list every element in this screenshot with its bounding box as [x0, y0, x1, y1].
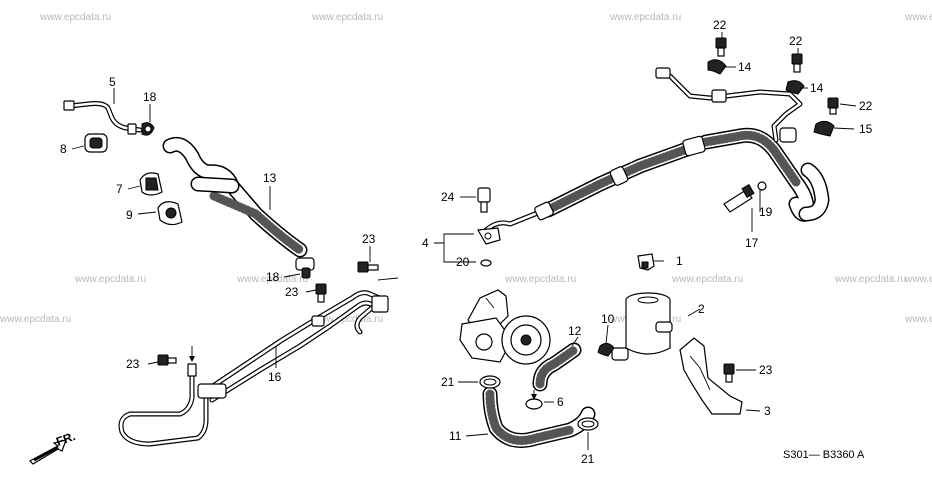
bolt-part-23-d: [723, 363, 735, 383]
callout-1: 1: [676, 254, 683, 268]
watermark: www.epcdata.ru: [311, 12, 383, 23]
clamp-part-15: [813, 120, 835, 137]
bolt-part-23-c: [357, 261, 379, 273]
hose-part-13: [162, 136, 315, 271]
callout-16: 16: [268, 370, 282, 384]
pipe-part-16: [118, 277, 399, 447]
watermark: www.epcdata.ru: [39, 12, 111, 23]
watermark: www.epcdata.ru: [671, 274, 743, 285]
diagram-code: S301— B3360 A: [783, 449, 865, 461]
bolt-part-24: [477, 187, 491, 213]
callout-11: 11: [449, 429, 462, 443]
leader-lines: [71, 32, 857, 450]
callout-23: 23: [759, 363, 773, 377]
callout-21: 21: [441, 375, 455, 389]
hose-part-4: [477, 127, 830, 245]
direction-label: FR.: [54, 429, 77, 449]
callout-7: 7: [116, 182, 123, 196]
watermark: www.epcdata.ru: [0, 314, 71, 325]
grommet-part-8: [84, 133, 108, 153]
watermark: www.epcdata.ru: [904, 12, 932, 23]
watermark: www.epcdata.ru: [609, 12, 681, 23]
callout-8: 8: [60, 142, 67, 156]
clamp-part-6: [525, 390, 543, 410]
callout-15: 15: [859, 122, 873, 136]
callout-14: 14: [810, 81, 824, 95]
bolt-part-23-a: [157, 354, 177, 366]
cap-part-1: [637, 253, 655, 271]
callout-21: 21: [581, 452, 595, 466]
callout-23: 23: [126, 357, 140, 371]
callout-23: 23: [285, 285, 299, 299]
callout-14: 14: [738, 60, 752, 74]
pipe-part-5: [63, 100, 143, 135]
bracket-part-3: [679, 337, 743, 415]
callout-4: 4: [422, 236, 429, 250]
clamp-part-21-b: [577, 417, 599, 431]
bolt-part-22-b: [791, 53, 803, 73]
reservoir-part-2: [611, 292, 673, 361]
clamp-part-21-a: [479, 375, 501, 389]
washer-part-20: [480, 259, 492, 267]
callout-22: 22: [713, 18, 727, 32]
callout-6: 6: [557, 395, 564, 409]
hose-part-12: [532, 342, 582, 392]
watermark: www.epcdata.ru: [74, 274, 146, 285]
power-steering-pump: [459, 289, 551, 365]
watermark: www.epcdata.ru: [904, 314, 932, 325]
bolt-part-22-a: [715, 37, 727, 57]
watermark: www.epcdata.ru: [504, 274, 576, 285]
bolt-part-23-b: [315, 283, 327, 303]
clamp-part-10: [597, 342, 615, 357]
callout-18: 18: [266, 270, 280, 284]
callout-13: 13: [263, 171, 277, 185]
callout-19: 19: [759, 205, 773, 219]
sensor-part-17: [723, 181, 767, 213]
watermark: www.epcdata.ru: [834, 274, 906, 285]
callout-17: 17: [745, 236, 759, 250]
return-pipe-top: [655, 67, 803, 143]
clip-part-18: [141, 122, 155, 136]
watermark: www.epcdata.ru: [236, 274, 308, 285]
watermark: www.epcdata.ru: [904, 274, 932, 285]
callout-20: 20: [456, 255, 470, 269]
callout-5: 5: [109, 75, 116, 89]
callout-24: 24: [441, 190, 455, 204]
callout-numbers: 5 18 8 7 9 13 23 18 23 23 16 24 4 20 12 …: [60, 18, 873, 466]
callout-3: 3: [764, 404, 771, 418]
callout-18: 18: [143, 90, 157, 104]
callout-10: 10: [601, 312, 615, 326]
clip-part-18-b: [301, 267, 311, 279]
callout-23: 23: [362, 232, 376, 246]
callout-9: 9: [126, 208, 133, 222]
clip-part-14-b: [785, 80, 805, 95]
front-direction-arrow: FR.: [29, 429, 77, 465]
callout-12: 12: [568, 324, 582, 338]
callout-22: 22: [859, 99, 873, 113]
clamp-part-7: [139, 172, 163, 196]
bolt-part-22-c: [827, 97, 839, 115]
callout-2: 2: [698, 302, 705, 316]
callout-22: 22: [789, 34, 803, 48]
watermark: www.epcdata.ru: [311, 314, 383, 325]
clamp-part-9: [157, 201, 183, 226]
clip-part-14-a: [707, 59, 727, 75]
